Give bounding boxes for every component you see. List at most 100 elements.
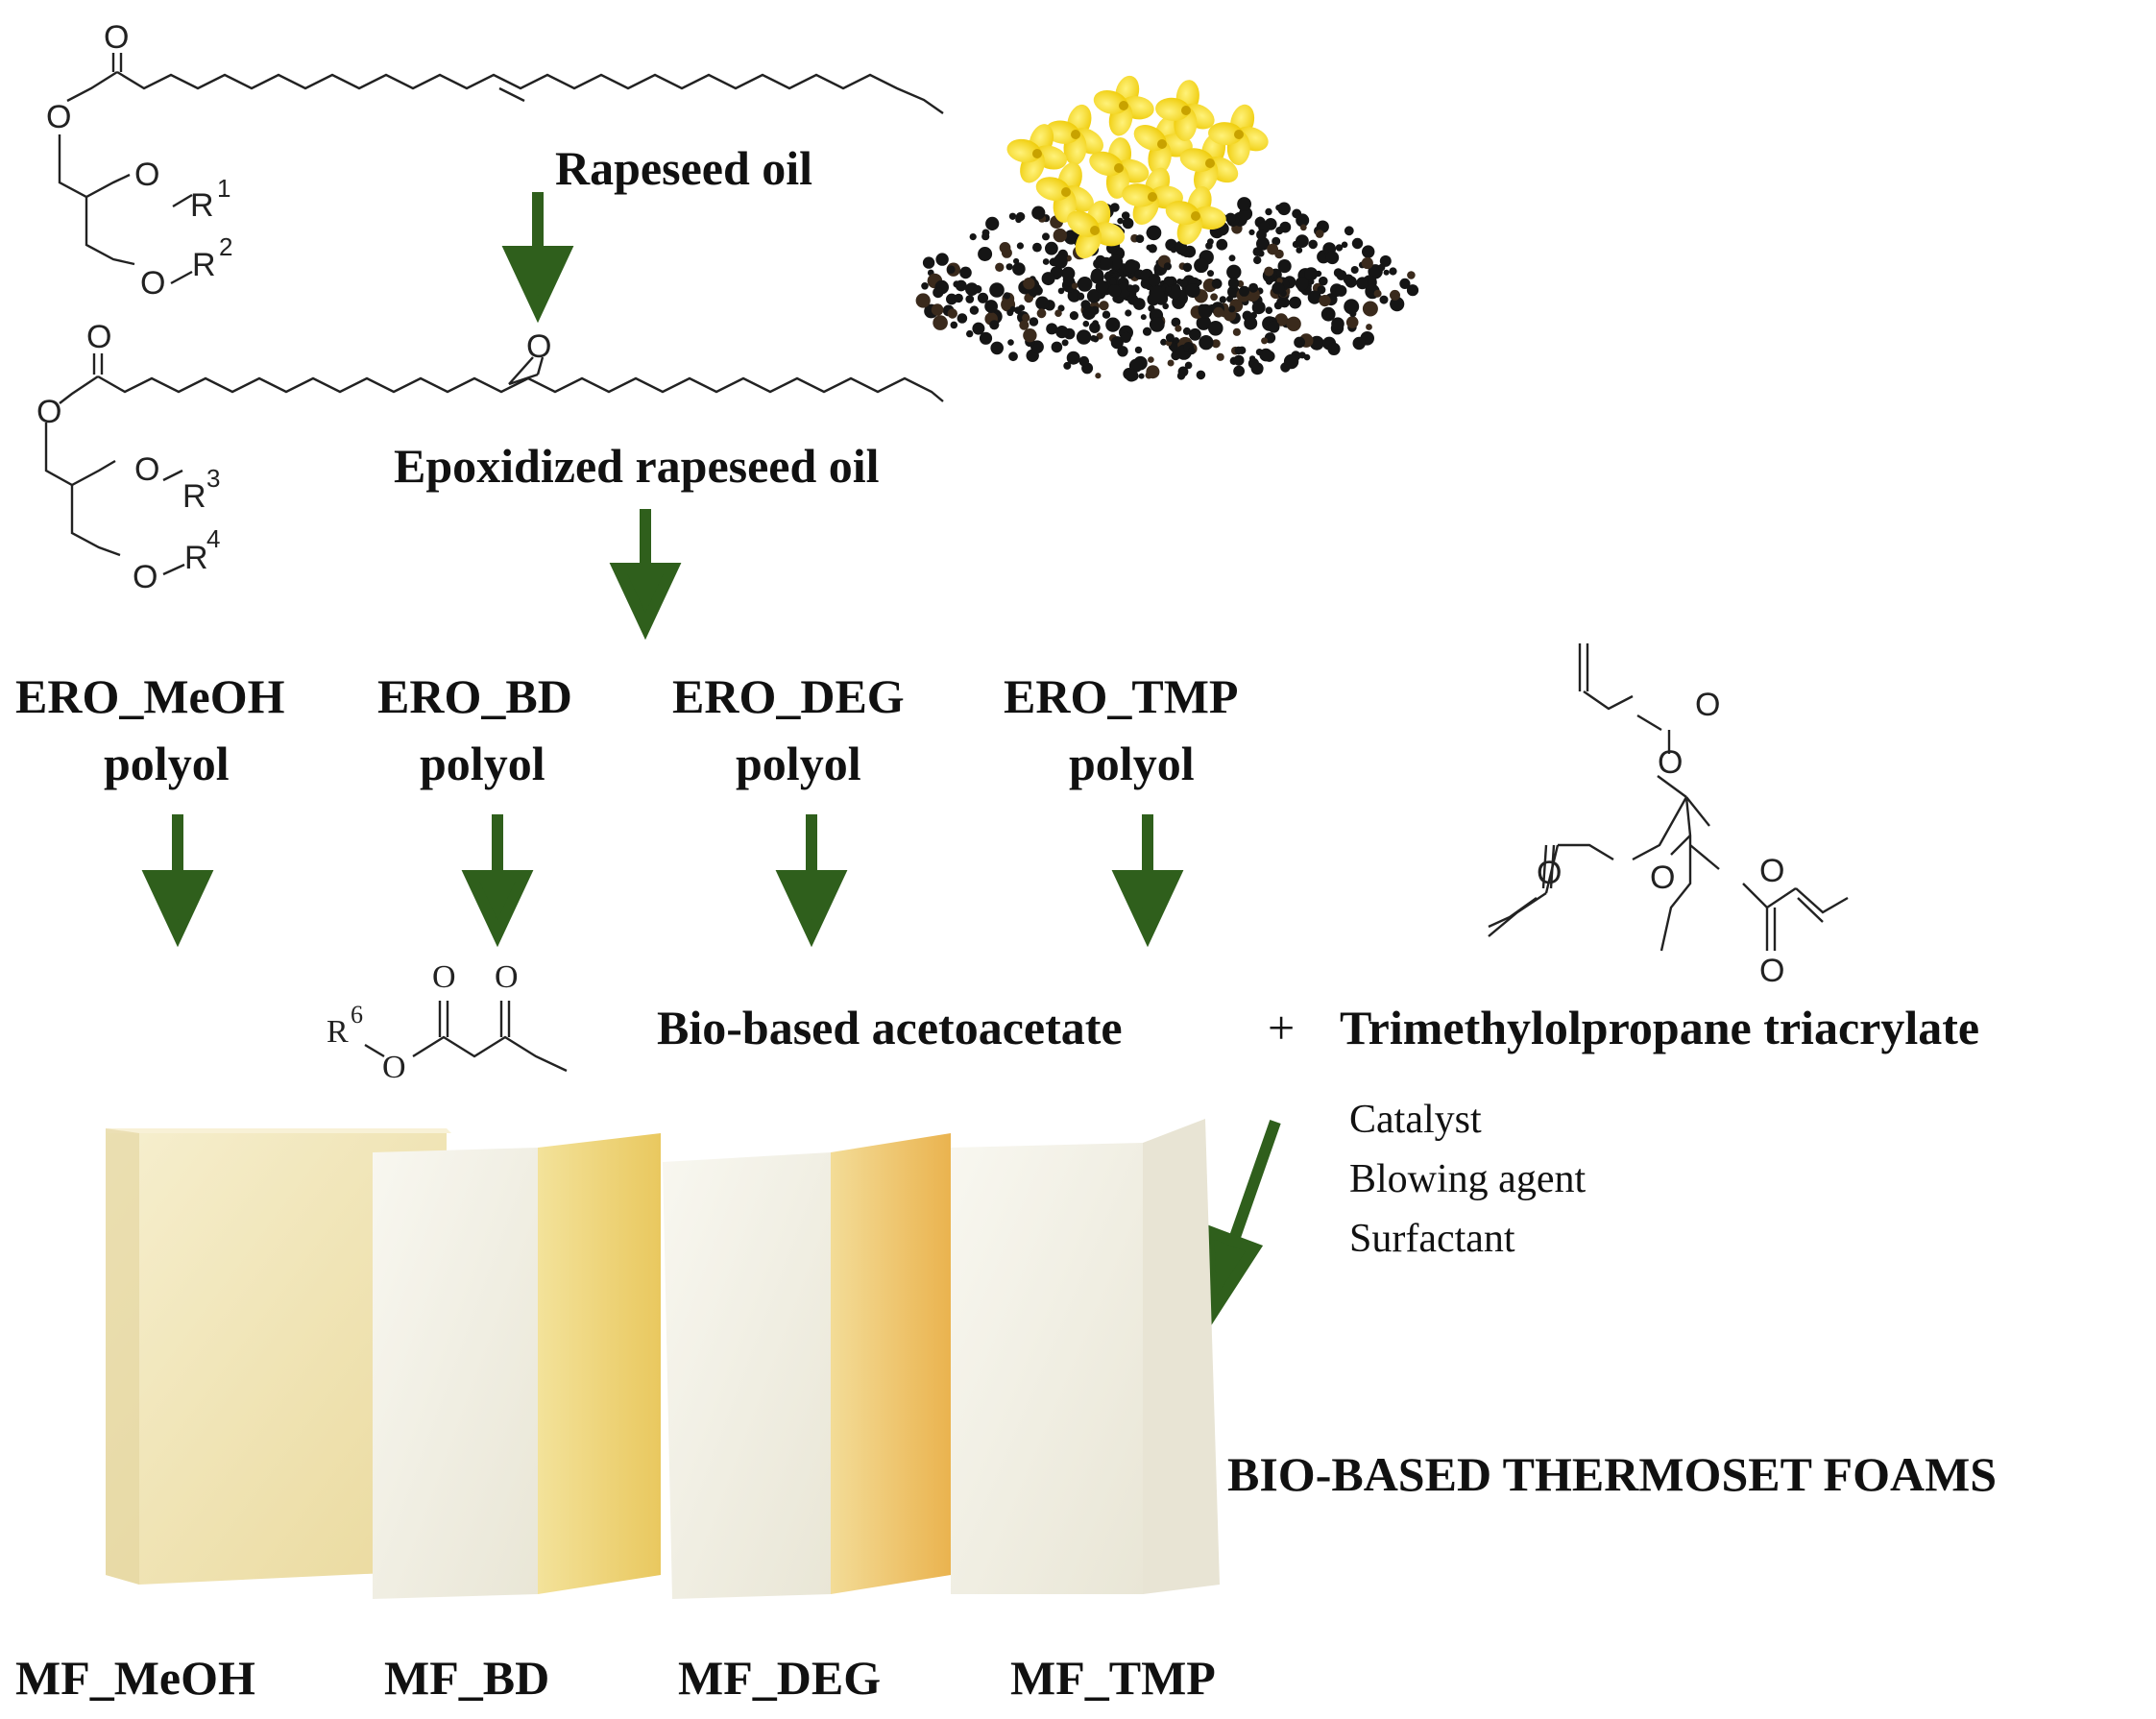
seed [1286,316,1301,331]
seed [933,287,944,299]
seed [1268,321,1280,333]
flower-center [1071,130,1080,139]
label-ero-meoh-polyol: polyol [104,737,230,790]
seed [1250,362,1264,375]
seed [1341,241,1348,249]
seed [1036,308,1047,319]
seed [1256,236,1270,251]
label-plus: + [1268,1001,1296,1054]
label-mf-meoh: MF_MeOH [15,1651,255,1705]
seed [1120,331,1131,343]
svg-text:R: R [327,1014,349,1050]
seed [1146,365,1160,379]
flower-petal [1208,122,1244,146]
label-ero-bd: ERO_BD [377,669,572,723]
seed [1008,212,1017,220]
svg-text:O: O [133,559,157,595]
foam-block-deg [663,1133,951,1599]
seed [1007,339,1014,346]
seed [1099,301,1109,311]
seed [1135,234,1145,244]
seed [1069,311,1078,321]
seed [1023,278,1035,290]
seed [1350,266,1359,274]
seed [1117,217,1124,225]
seed [1225,212,1236,224]
svg-text:O: O [1759,853,1784,889]
seed [1379,254,1392,267]
seed [1008,351,1018,362]
seed [1121,211,1130,220]
seed [1383,269,1390,276]
flower-center [1119,101,1128,110]
seed [1211,339,1221,349]
seed [1080,300,1091,310]
seed [1076,329,1092,345]
seed [1053,254,1068,269]
flower-petal [1165,201,1200,226]
seed [1244,316,1258,330]
seed [1013,257,1020,265]
seed [1378,263,1386,272]
seed [1373,289,1382,298]
seed [1163,276,1174,286]
label-blowing-agent: Blowing agent [1349,1157,1587,1201]
label-mf-bd: MF_BD [384,1651,550,1705]
seed [1289,296,1301,309]
seed [1237,197,1251,211]
seed [1148,356,1154,363]
seed [1399,278,1411,289]
seed [956,280,965,290]
seed [1146,225,1162,241]
seed [1343,274,1354,285]
seed [1294,336,1305,349]
seed [1095,279,1109,294]
seed [1275,205,1282,211]
seed [1042,258,1050,265]
seed [1205,242,1213,250]
seed [1053,228,1068,243]
seed [1077,292,1085,301]
seed [1163,262,1172,271]
seed [1126,284,1134,292]
rapeseed-oil-structure [58,53,944,285]
seed [1092,335,1100,343]
seed [969,233,977,241]
seed [966,329,974,338]
seed [973,284,982,294]
seed [1356,277,1369,290]
seed [1352,336,1366,351]
seed [1086,289,1102,303]
seed [1185,283,1200,299]
seed [931,303,944,316]
seed [1317,285,1326,295]
seed [1134,346,1143,354]
seed [1061,339,1069,347]
seed [1110,336,1124,350]
seed [1296,247,1303,254]
seed [1105,317,1121,332]
seed [1255,349,1263,356]
seed [1125,369,1138,382]
seed [1319,276,1328,286]
seed [1142,327,1152,336]
seed [957,313,968,324]
seed [1012,262,1026,276]
seed [1149,285,1165,302]
arrow-to-foams [1229,1120,1281,1239]
seed [1198,303,1213,319]
seed [1149,317,1165,332]
svg-text:O: O [526,328,551,365]
seed [1109,278,1117,286]
seed [1211,278,1223,289]
seed [979,331,993,345]
seed [1299,224,1307,231]
seed [1091,268,1104,281]
seed [1196,370,1206,380]
flower-center [1157,139,1167,149]
seed [1082,320,1090,327]
seed [1257,250,1265,257]
flower-center [1234,130,1244,139]
label-mf-deg: MF_DEG [678,1651,882,1705]
